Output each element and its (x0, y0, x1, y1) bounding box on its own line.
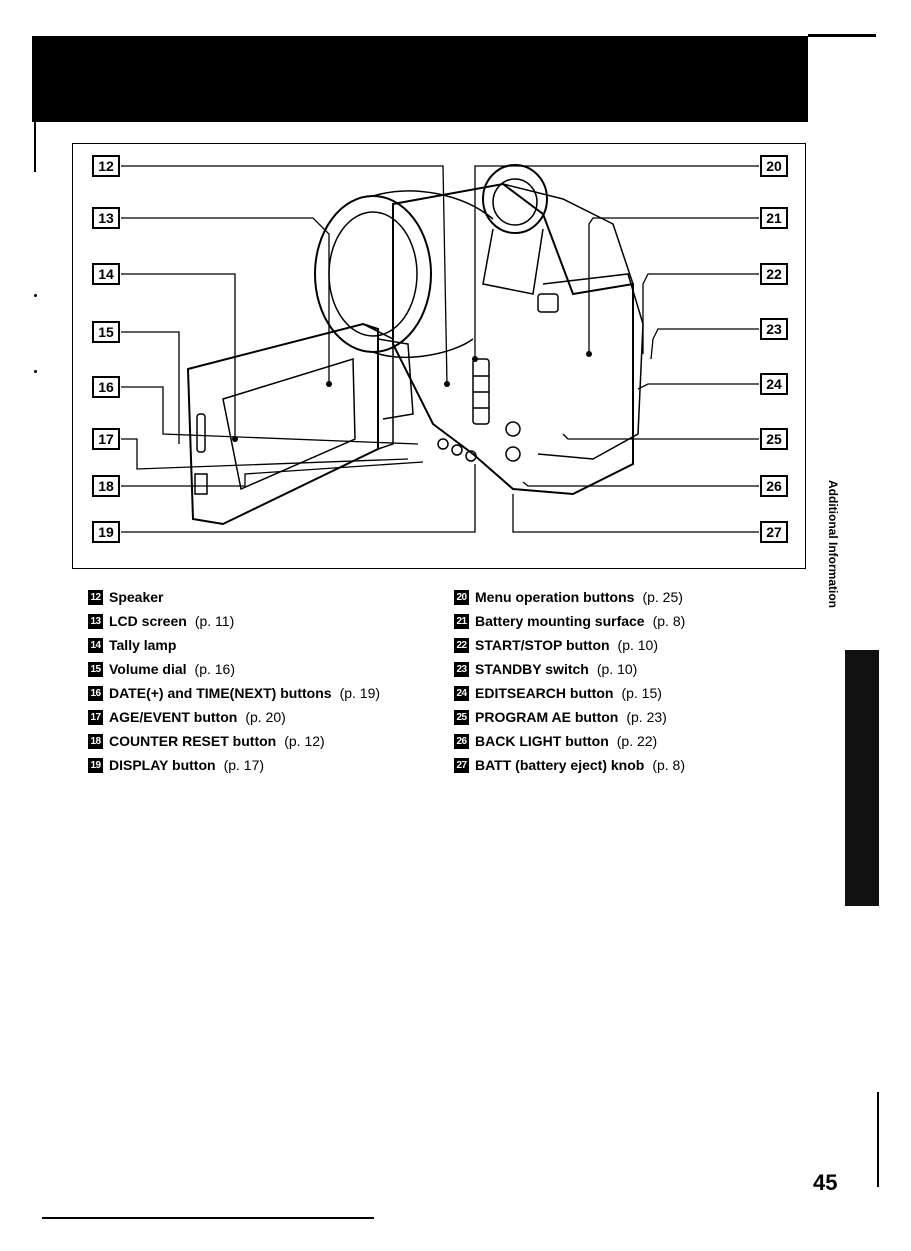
margin-dot (34, 370, 37, 373)
callout-number: 27 (766, 524, 782, 540)
side-tab-label: Additional Information (826, 480, 840, 608)
list-item: 19 DISPLAY button (p. 17) (88, 753, 380, 777)
footer-rule (42, 1217, 374, 1219)
item-page-ref: (p. 8) (652, 757, 685, 773)
callout-number: 21 (766, 210, 782, 226)
item-page-ref: (p. 12) (284, 733, 325, 749)
callout-number: 18 (98, 478, 114, 494)
item-page-ref: (p. 16) (194, 661, 236, 677)
item-number-badge: 19 (88, 757, 103, 773)
item-name: Tally lamp (109, 637, 177, 653)
callout-number: 23 (766, 321, 782, 337)
item-page-ref: (p. 25) (642, 589, 683, 605)
item-name: START/STOP button (475, 637, 610, 653)
list-item: 15 Volume dial (p. 16) (88, 657, 380, 681)
list-item: 13 LCD screen (p. 11) (88, 609, 380, 633)
item-name: DATE(+) and TIME(NEXT) buttons (109, 685, 332, 701)
item-number-badge: 25 (454, 709, 469, 725)
item-name: Volume dial (109, 661, 187, 677)
margin-dot (34, 294, 37, 297)
item-number-badge: 12 (88, 589, 103, 605)
list-item: 17 AGE/EVENT button (p. 20) (88, 705, 380, 729)
parts-list-left: 12 Speaker 13 LCD screen (p. 11) 14 Tally la… (88, 585, 380, 777)
callout-number: 15 (98, 324, 114, 340)
item-page-ref: (p. 15) (621, 685, 662, 701)
callout-number: 19 (98, 524, 114, 540)
list-item: 16 DATE(+) and TIME(NEXT) buttons (p. 19) (88, 681, 380, 705)
callout-number: 17 (98, 431, 114, 447)
item-name: STANDBY switch (475, 661, 589, 677)
camcorder-illustration (186, 164, 644, 526)
list-item: 14 Tally lamp (88, 633, 380, 657)
camcorder-diagram: 12 13 14 15 16 17 18 19 20 21 22 23 (72, 143, 806, 569)
item-page-ref: (p. 17) (223, 757, 265, 773)
parts-list-right: 20 Menu operation buttons (p. 25) 21 Batter… (454, 585, 685, 777)
item-page-ref: (p. 8) (652, 613, 686, 629)
list-item: 22 START/STOP button (p. 10) (454, 633, 685, 657)
callout-number: 12 (98, 158, 114, 174)
item-number-badge: 26 (454, 733, 469, 749)
item-page-ref: (p. 19) (339, 685, 381, 701)
item-number-badge: 16 (88, 685, 103, 701)
item-name: LCD screen (109, 613, 187, 629)
callout-leaders (121, 165, 759, 533)
item-name: Speaker (109, 589, 164, 605)
list-item: 24 EDITSEARCH button (p. 15) (454, 681, 685, 705)
callout-number: 13 (98, 210, 114, 226)
list-item: 21 Battery mounting surface (p. 8) (454, 609, 685, 633)
item-name: Menu operation buttons (475, 589, 635, 605)
right-callout-badges: 20 21 22 23 24 25 26 27 (760, 155, 788, 543)
callout-dots (232, 351, 592, 442)
item-name: BATT (battery eject) knob (475, 757, 645, 773)
list-item: 27 BATT (battery eject) knob (p. 8) (454, 753, 685, 777)
list-item: 25 PROGRAM AE button (p. 23) (454, 705, 685, 729)
callout-number: 25 (766, 431, 782, 447)
item-name: DISPLAY button (109, 757, 216, 773)
callout-number: 26 (766, 478, 782, 494)
item-page-ref: (p. 22) (616, 733, 658, 749)
page-number: 45 (813, 1170, 838, 1195)
item-number-badge: 24 (454, 685, 469, 701)
item-number-badge: 21 (454, 613, 469, 629)
callout-number: 14 (98, 266, 114, 282)
list-item: 12 Speaker (88, 585, 380, 609)
item-page-ref: (p. 20) (245, 709, 286, 725)
item-number-badge: 23 (454, 661, 469, 677)
item-number-badge: 17 (88, 709, 103, 725)
item-name: AGE/EVENT button (109, 709, 238, 725)
item-number-badge: 13 (88, 613, 103, 629)
list-item: 23 STANDBY switch (p. 10) (454, 657, 685, 681)
item-page-ref: (p. 10) (617, 637, 659, 653)
callout-number: 24 (766, 376, 782, 392)
left-callout-badges: 12 13 14 15 16 17 18 19 (92, 155, 120, 543)
item-name: Battery mounting surface (475, 613, 645, 629)
side-tab-block (845, 650, 879, 906)
list-item: 26 BACK LIGHT button (p. 22) (454, 729, 685, 753)
item-number-badge: 20 (454, 589, 469, 605)
item-name: EDITSEARCH button (475, 685, 614, 701)
margin-rule (877, 1092, 879, 1187)
item-number-badge: 18 (88, 733, 103, 749)
item-number-badge: 15 (88, 661, 103, 677)
header-bar (32, 36, 808, 122)
list-item: 18 COUNTER RESET button (p. 12) (88, 729, 380, 753)
item-name: COUNTER RESET button (109, 733, 277, 749)
item-page-ref: (p. 11) (194, 613, 235, 629)
callout-number: 16 (98, 379, 114, 395)
item-number-badge: 27 (454, 757, 469, 773)
header-rule (808, 34, 876, 37)
margin-mark (34, 122, 36, 172)
item-number-badge: 14 (88, 637, 103, 653)
item-page-ref: (p. 23) (626, 709, 667, 725)
callout-number: 20 (766, 158, 782, 174)
callout-number: 22 (766, 266, 782, 282)
item-number-badge: 22 (454, 637, 469, 653)
item-page-ref: (p. 10) (596, 661, 638, 677)
item-name: PROGRAM AE button (475, 709, 619, 725)
item-name: BACK LIGHT button (475, 733, 609, 749)
list-item: 20 Menu operation buttons (p. 25) (454, 585, 685, 609)
